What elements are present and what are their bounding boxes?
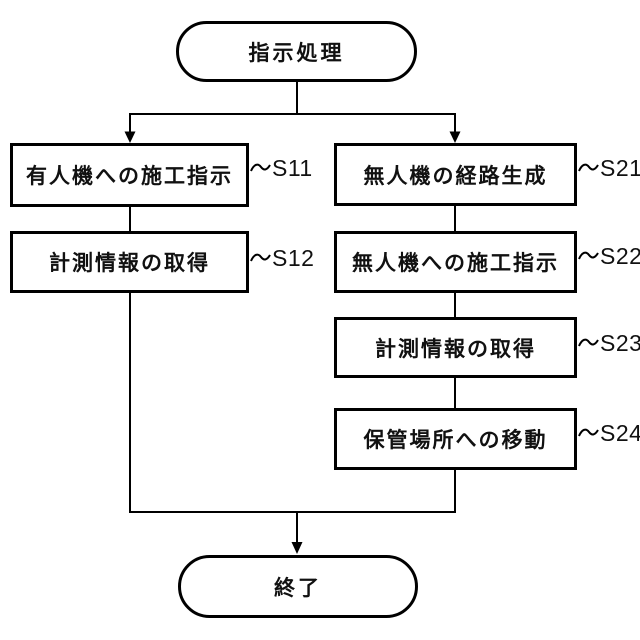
step-ref-s22-text: S22: [600, 242, 640, 269]
process-box-s24: 保管場所への移動: [334, 408, 577, 470]
process-box-s21-label: 無人機の経路生成: [363, 164, 548, 188]
step-ref-s23-text: S23: [600, 329, 640, 356]
reference-squiggle: [578, 163, 599, 172]
reference-squiggle: [250, 253, 271, 262]
process-box-s12-label: 計測情報の取得: [49, 252, 210, 275]
reference-squiggle: [250, 163, 271, 172]
step-ref-s11: S11: [250, 154, 313, 182]
reference-squiggle: [578, 338, 599, 347]
arrowheads: [124, 131, 461, 554]
terminal-start: 指示処理: [176, 21, 417, 82]
process-box-s21: 無人機の経路生成: [334, 143, 577, 206]
process-box-s24-label: 保管場所への移動: [363, 429, 548, 452]
terminal-end-label: 終了: [274, 576, 322, 600]
reference-squiggle: [578, 428, 599, 437]
step-ref-s24-text: S24: [600, 419, 640, 446]
step-ref-s21: S21: [578, 154, 640, 182]
step-ref-s23: S23: [578, 329, 640, 357]
terminal-start-label: 指示処理: [248, 41, 345, 65]
step-ref-s21-text: S21: [600, 154, 640, 181]
process-box-s23: 計測情報の取得: [334, 317, 577, 378]
process-box-s23-label: 計測情報の取得: [375, 337, 536, 361]
step-ref-s12-text: S12: [272, 244, 315, 271]
step-ref-s12: S12: [250, 244, 314, 272]
step-ref-s24: S24: [578, 419, 640, 447]
process-box-s22-label: 無人機への施工指示: [352, 252, 559, 275]
reference-squiggle: [578, 251, 599, 260]
step-ref-s22: S22: [578, 242, 640, 270]
process-box-s12: 計測情報の取得: [10, 231, 249, 293]
terminal-end: 終了: [178, 555, 418, 618]
step-ref-s11-text: S11: [272, 154, 313, 181]
process-box-s22: 無人機への施工指示: [334, 231, 577, 293]
process-box-s11: 有人機への施工指示: [10, 143, 249, 207]
process-box-s11-label: 有人機への施工指示: [26, 165, 233, 188]
